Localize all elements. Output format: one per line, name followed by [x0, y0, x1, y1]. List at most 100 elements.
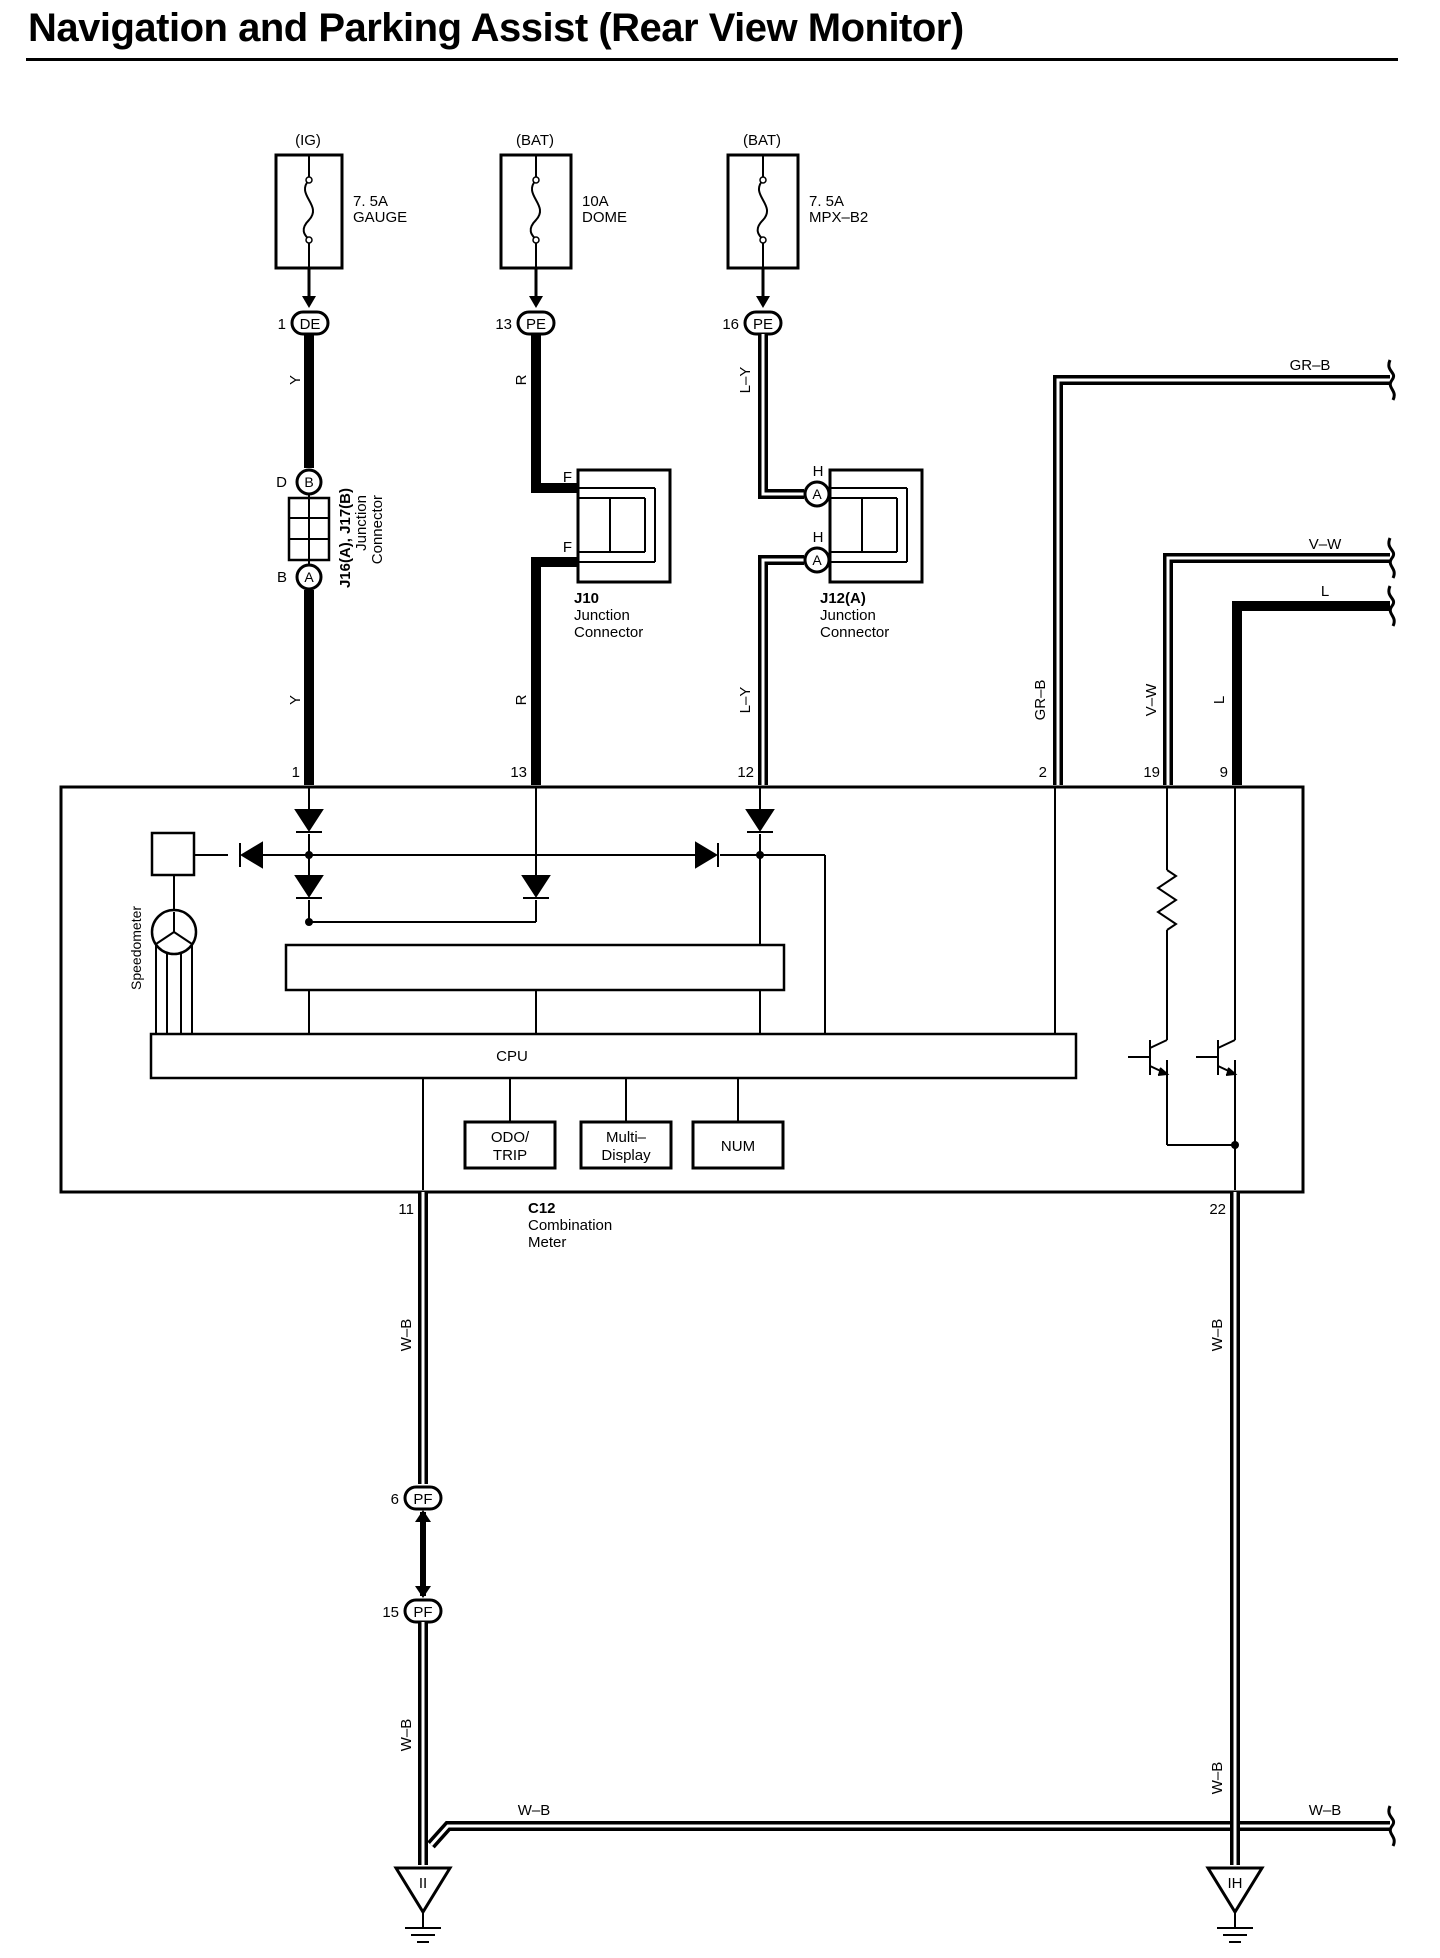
- fuse-gauge-source: (IG): [295, 132, 321, 149]
- odo-label-2: TRIP: [493, 1147, 527, 1164]
- odo-trip-block: [463, 1120, 557, 1170]
- wire-w-b-label-2: W–B: [398, 1719, 415, 1752]
- cpu-label: CPU: [496, 1048, 528, 1065]
- wire-w-b-right: W–B W–B: [1209, 1192, 1240, 1865]
- wire-break-icon: [1387, 537, 1396, 579]
- page-title: Navigation and Parking Assist (Rear View…: [28, 6, 964, 50]
- diode-icon: [695, 841, 719, 869]
- fuse-mpx-name: MPX–B2: [809, 209, 868, 226]
- wire-v-w-label-vertical: V–W: [1143, 683, 1160, 716]
- meter-pin-11: 11: [398, 1201, 414, 1218]
- connector-pe-13-pin: 13: [495, 316, 512, 333]
- num-block: [691, 1120, 785, 1170]
- wire-v-w-label-right: V–W: [1309, 536, 1342, 553]
- j16-tag-b: B: [304, 474, 313, 490]
- meter-pin-13: 13: [510, 764, 527, 781]
- meter-pin-19: 19: [1143, 764, 1160, 781]
- fuse-icon: [302, 179, 315, 241]
- wire-break-icon: [1387, 585, 1396, 627]
- connector-pf-label: PF: [413, 1604, 432, 1621]
- j16-code: J16(A), J17(B): [337, 488, 354, 588]
- wire-y: Y Y: [287, 268, 314, 785]
- multi-label-2: Display: [601, 1147, 651, 1164]
- j12-pin-h-bottom: H: [813, 529, 824, 546]
- speedometer-label: Speedometer: [128, 906, 144, 990]
- connector-de-pin: 1: [278, 316, 286, 333]
- wire-gr-b-label-right: GR–B: [1290, 357, 1331, 374]
- wire-l-y-label-top: L–Y: [737, 367, 754, 394]
- transistor-icon: [1196, 1039, 1238, 1080]
- wire-l-label-vertical: L: [1211, 696, 1228, 704]
- internal-bus: [284, 943, 786, 992]
- wire-break-icon: [1387, 1805, 1396, 1847]
- wire-w-b-horizontal: W–B W–B: [427, 1802, 1396, 1849]
- wire-l: L L: [1211, 583, 1396, 785]
- meter-pin-2: 2: [1039, 764, 1047, 781]
- j10-code: J10: [574, 590, 599, 607]
- title-rule: [26, 58, 1398, 61]
- diode-icon: [521, 875, 551, 899]
- fuse-gauge: (IG) 7. 5A GAUGE: [274, 132, 407, 270]
- wire-r-label-bottom: R: [513, 694, 530, 705]
- fuse-dome-source: (BAT): [516, 132, 554, 149]
- fuse-mpx-b2: (BAT) 7. 5A MPX–B2: [726, 132, 868, 270]
- meter-pin-1: 1: [292, 764, 300, 781]
- wire-l-y-label-bottom: L–Y: [737, 687, 754, 714]
- connector-de-label: DE: [300, 316, 321, 333]
- connector-de: DE 1: [278, 296, 330, 336]
- diode-icon: [294, 809, 324, 833]
- connector-pe-label: PE: [753, 316, 773, 333]
- meter-pin-12: 12: [737, 764, 754, 781]
- junction-j10: F F J10 Junction Connector: [563, 468, 672, 641]
- ground-ih-label: IH: [1228, 1875, 1243, 1892]
- junction-j12: A A H H J12(A) Junction Connector: [803, 463, 924, 641]
- wire-gr-b: GR–B GR–B: [1032, 357, 1396, 785]
- diode-icon: [294, 875, 324, 899]
- wire-l-y: L–Y L–Y: [737, 268, 804, 785]
- cpu-block: [149, 1032, 1078, 1080]
- meter-label-1: Combination: [528, 1217, 612, 1234]
- fuse-gauge-rating: 7. 5A: [353, 193, 388, 210]
- connector-pf-6: [403, 1485, 443, 1511]
- j10-label-1: Junction: [574, 607, 630, 624]
- wire-break-icon: [1387, 359, 1396, 401]
- wire-r-label-top: R: [513, 374, 530, 385]
- fuse-icon: [756, 179, 769, 241]
- wire-w-b-label-1: W–B: [398, 1319, 415, 1352]
- connector-pf-15-pin: 15: [382, 1604, 399, 1621]
- j10-pin-f-bottom: F: [563, 539, 572, 556]
- ground-ih: IH: [1205, 1866, 1265, 1943]
- j16-pin-d: D: [276, 474, 287, 491]
- fuse-mpx-source: (BAT): [743, 132, 781, 149]
- j16-pin-b: B: [277, 569, 287, 586]
- diode-icon: [745, 809, 775, 833]
- fuse-gauge-name: GAUGE: [353, 209, 407, 226]
- wire-w-b-label-6: W–B: [1209, 1762, 1226, 1795]
- speedometer-icon: [150, 908, 198, 1034]
- wire-y-label-bottom: Y: [287, 695, 304, 705]
- meter-pin-9: 9: [1220, 764, 1228, 781]
- wire-w-b-label-4: W–B: [1309, 1802, 1342, 1819]
- multi-label-1: Multi–: [606, 1129, 647, 1146]
- wire-gr-b-label-vertical: GR–B: [1032, 680, 1049, 721]
- wire-w-b-label-3: W–B: [518, 1802, 551, 1819]
- combination-meter: 1 13 12 2 19 9 11 22: [59, 764, 1305, 1218]
- fuse-dome: (BAT) 10A DOME: [499, 132, 627, 270]
- meter-label-2: Meter: [528, 1234, 566, 1251]
- j12-label-1: Junction: [820, 607, 876, 624]
- j12-label-2: Connector: [820, 624, 889, 641]
- multi-display-block: [579, 1120, 673, 1170]
- j12-code: J12(A): [820, 590, 866, 607]
- j10-pin-f-top: F: [563, 469, 572, 486]
- wire-l-label-right: L: [1321, 583, 1329, 600]
- fuse-dome-name: DOME: [582, 209, 627, 226]
- j16-tag-a: A: [304, 569, 314, 585]
- fuse-icon: [529, 179, 542, 241]
- wire-w-b-label-5: W–B: [1209, 1319, 1226, 1352]
- j10-label-2: Connector: [574, 624, 643, 641]
- ground-icon: [393, 1866, 453, 1915]
- connector-pf-label: PF: [413, 1491, 432, 1508]
- connector-pe-label: PE: [526, 316, 546, 333]
- meter-pin-22: 22: [1209, 1201, 1226, 1218]
